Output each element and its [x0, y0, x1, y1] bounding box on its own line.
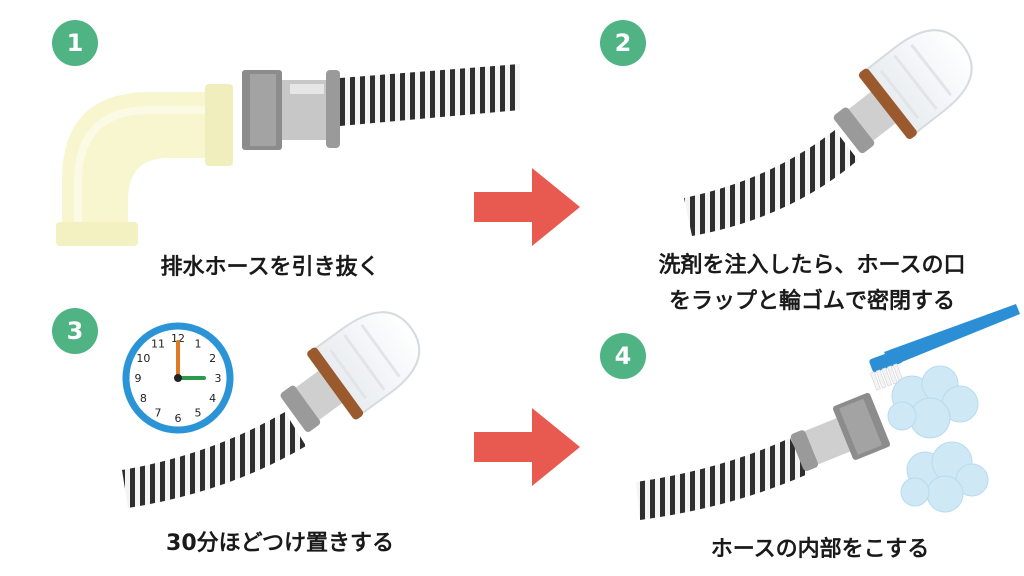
step-4-badge: 4	[600, 333, 646, 379]
clock-numeral: 6	[175, 412, 182, 425]
clock-numeral: 7	[155, 407, 162, 420]
step-2-caption-line-2: をラップと輪ゴムで密閉する	[668, 289, 955, 314]
foam-bubbles	[887, 365, 989, 513]
hose-soaking-step3	[122, 311, 421, 508]
toothbrush	[869, 304, 1020, 391]
clock-numeral: 10	[136, 352, 150, 365]
step-3-caption-line-1: 30分ほどつけ置きする	[166, 531, 394, 556]
clock-numeral: 5	[195, 407, 202, 420]
elbow-pipe	[56, 84, 233, 246]
step-1-badge: 1	[52, 20, 98, 66]
clock-numeral: 3	[215, 372, 222, 385]
step-1-caption: 排水ホースを引き抜く	[130, 250, 410, 286]
arrow-step1-to-2	[474, 168, 580, 246]
clock-numeral: 11	[151, 337, 165, 350]
step-1-caption-line-1: 排水ホースを引き抜く	[160, 255, 380, 280]
clock-numeral: 12	[171, 332, 185, 345]
clock-numeral: 9	[135, 372, 142, 385]
step-3-caption: 30分ほどつけ置きする	[130, 526, 430, 562]
clock-numeral: 2	[209, 352, 216, 365]
step-2-caption: 洗剤を注入したら、ホースの口 をラップと輪ゴムで密閉する	[632, 248, 992, 320]
step-3-badge: 3	[52, 308, 98, 354]
step-4-caption: ホースの内部をこする	[670, 532, 970, 568]
hose-step4	[636, 392, 891, 520]
clock-numeral: 4	[209, 392, 216, 405]
step-2-badge: 2	[600, 20, 646, 66]
hose-wrapped-step2	[684, 29, 973, 236]
hose-step1	[242, 64, 520, 150]
step-4-caption-line-1: ホースの内部をこする	[710, 537, 930, 562]
clock-numeral: 8	[140, 392, 147, 405]
step-2-caption-line-1: 洗剤を注入したら、ホースの口	[658, 253, 966, 278]
arrow-step3-to-4	[474, 408, 580, 486]
clock-numeral: 1	[195, 337, 202, 350]
